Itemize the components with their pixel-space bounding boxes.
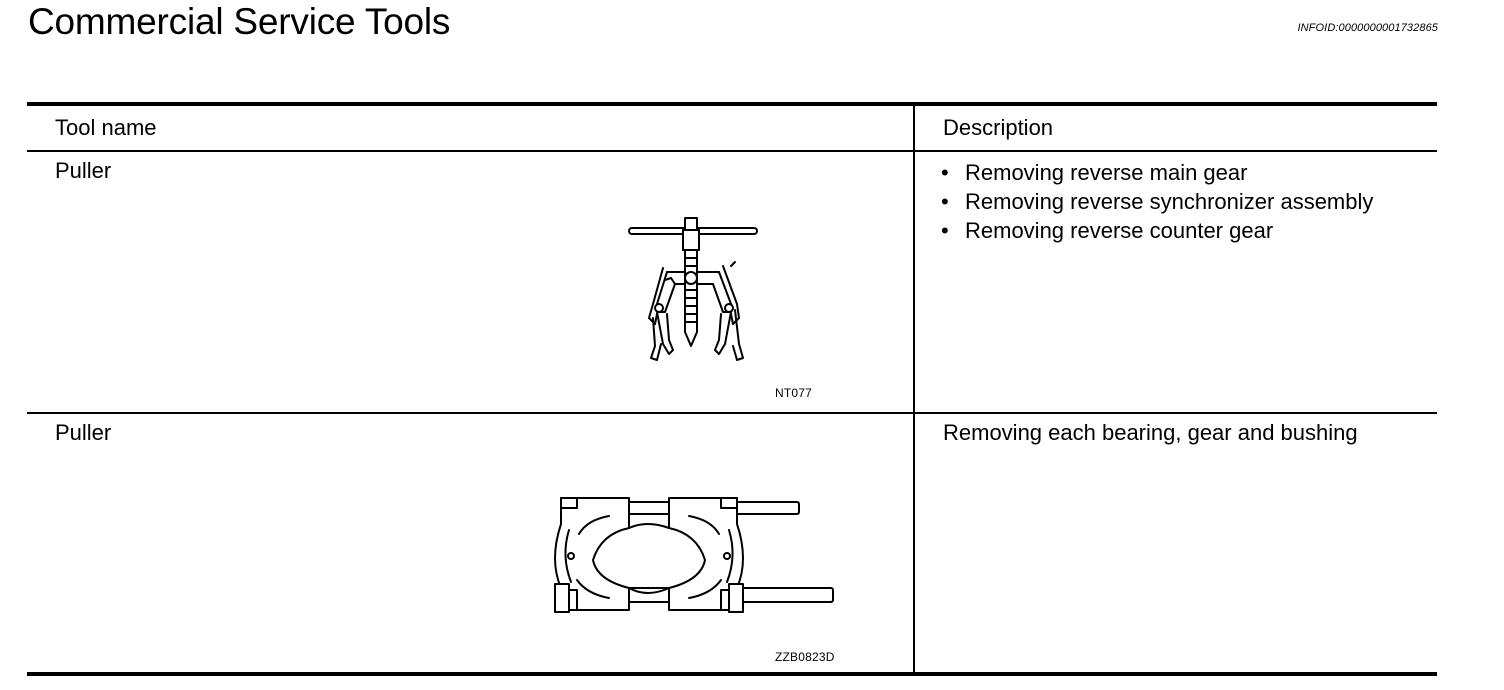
info-id: INFOID:0000000001732865 [1297,22,1438,34]
table-row: Puller [27,150,1437,412]
description-text: Removing each bearing, gear and bushing [943,420,1358,445]
description-item: Removing reverse counter gear [965,218,1274,243]
tool-name-cell: Puller [27,414,915,672]
figure-code: ZZB0823D [775,650,835,664]
service-tools-table: Tool name Description Puller [27,102,1437,676]
tool-name-cell: Puller [27,152,915,412]
page-title: Commercial Service Tools [28,1,451,42]
list-item: • Removing reverse counter gear [941,216,1373,245]
bullet: • [941,218,949,243]
description-cell: • Removing reverse main gear • Removing re… [915,152,1437,412]
header-description: Description [943,115,1054,140]
description-list: • Removing reverse main gear • Removing re… [941,158,1373,245]
header-tool-name: Tool name [55,115,157,140]
bullet: • [941,160,949,185]
bullet: • [941,189,949,214]
list-item: • Removing reverse synchronizer assembly [941,187,1373,216]
figure-code: NT077 [775,386,813,400]
bearing-splitter-icon [554,497,834,613]
header-cell-tool-name: Tool name [27,106,915,150]
table-header-row: Tool name Description [27,106,1437,150]
gear-puller-icon [628,217,758,361]
tool-name: Puller [55,420,112,445]
tool-name: Puller [55,158,112,183]
description-cell: Removing each bearing, gear and bushing [915,414,1437,672]
description-item: Removing reverse main gear [965,160,1248,185]
list-item: • Removing reverse main gear [941,158,1373,187]
header-cell-description: Description [915,106,1437,150]
description-item: Removing reverse synchronizer assembly [965,189,1374,214]
table-row: Puller [27,412,1437,672]
